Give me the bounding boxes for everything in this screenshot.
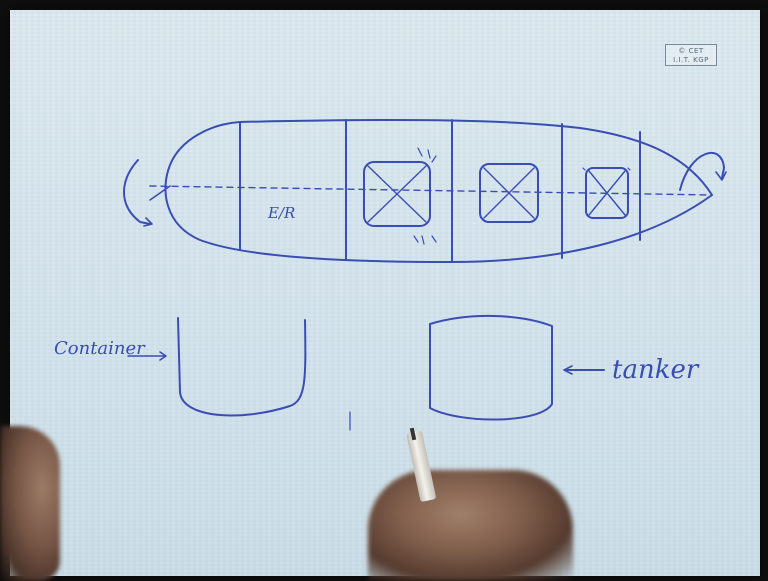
cargo-hatch-1 [363, 161, 431, 227]
presenter-hand-right [368, 470, 573, 581]
stern-line [149, 185, 171, 201]
hatch-marks [413, 147, 437, 245]
tanker-label: tanker [612, 355, 700, 385]
stern-arc-arrow [123, 159, 151, 225]
container-pointer-arrow [127, 351, 167, 361]
container-label: Container [54, 338, 146, 359]
tanker-section [429, 315, 553, 421]
copyright-stamp: © CET I.I.T. KGP [665, 44, 717, 66]
stamp-line-2: I.I.T. KGP [673, 56, 709, 64]
presenter-hand-left [0, 426, 60, 581]
cargo-hatch-3 [585, 167, 629, 219]
engine-room-label: E/R [267, 204, 295, 222]
cargo-hatch-2 [479, 163, 539, 223]
container-section [177, 317, 307, 417]
marker-dots [349, 167, 631, 431]
bow-curl-arrow [679, 152, 725, 191]
stamp-line-1: © CET [678, 47, 704, 55]
